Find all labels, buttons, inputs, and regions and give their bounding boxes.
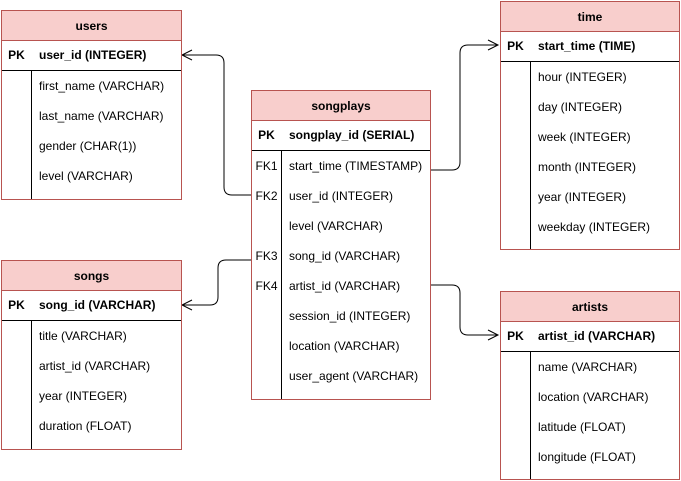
key-column-divider (31, 70, 32, 199)
table-title: users (2, 11, 181, 41)
key-label (252, 211, 281, 241)
pk-field: user_id (INTEGER) (39, 48, 147, 62)
arrowhead-users (180, 49, 193, 61)
connector-start-time (431, 44, 498, 171)
connector-user-id (182, 54, 251, 196)
field: name (VARCHAR) (538, 360, 638, 374)
field: year (INTEGER) (538, 190, 627, 204)
field: song_id (VARCHAR) (289, 249, 401, 263)
primary-key-row (2, 290, 181, 321)
pk-label: PK (258, 128, 275, 142)
table-title: songplays (252, 91, 430, 121)
key-column-divider (530, 351, 531, 479)
pk-field: start_time (TIME) (538, 39, 636, 53)
users-table: users PK user_id (INTEGER) first_name (V… (1, 10, 182, 200)
field: level (VARCHAR) (39, 169, 133, 183)
fk-label: FK1 (255, 159, 278, 173)
arrowhead-artists (487, 329, 500, 341)
pk-label: PK (507, 329, 524, 343)
fk-label: FK3 (255, 249, 278, 263)
arrowhead-songs (180, 299, 193, 311)
field: week (INTEGER) (538, 130, 631, 144)
table-title: songs (2, 261, 181, 291)
field: level (VARCHAR) (289, 219, 383, 233)
time-table: time PK start_time (TIME) hour (INTEGER)… (500, 1, 680, 250)
table-title: time (501, 2, 679, 32)
connector-song-id (182, 259, 251, 306)
primary-key-row (501, 31, 679, 62)
field: latitude (FLOAT) (538, 420, 626, 434)
field: location (VARCHAR) (289, 339, 400, 353)
field: duration (FLOAT) (39, 419, 132, 433)
pk-field: songplay_id (SERIAL) (289, 128, 415, 142)
field: title (VARCHAR) (39, 329, 127, 343)
field: user_agent (VARCHAR) (289, 369, 419, 383)
songs-table: songs PK song_id (VARCHAR) title (VARCHA… (1, 260, 182, 450)
field: last_name (VARCHAR) (39, 109, 164, 123)
artists-table: artists PK artist_id (VARCHAR) name (VAR… (500, 291, 680, 480)
field: artist_id (VARCHAR) (39, 359, 151, 373)
field: user_id (INTEGER) (289, 189, 394, 203)
key-label (252, 361, 281, 391)
pk-field: artist_id (VARCHAR) (538, 329, 656, 343)
primary-key-row (252, 120, 430, 151)
key-column-divider (281, 150, 282, 399)
field: longitude (FLOAT) (538, 450, 636, 464)
field: year (INTEGER) (39, 389, 128, 403)
pk-label: PK (8, 298, 25, 312)
field: gender (CHAR(1)) (39, 139, 137, 153)
field: first_name (VARCHAR) (39, 79, 165, 93)
fk-label: FK4 (255, 279, 278, 293)
fk-label: FK2 (255, 189, 278, 203)
field: day (INTEGER) (538, 100, 623, 114)
primary-key-row (2, 40, 181, 71)
field: start_time (TIMESTAMP) (289, 159, 423, 173)
pk-label: PK (8, 48, 25, 62)
field: session_id (INTEGER) (289, 309, 411, 323)
field: weekday (INTEGER) (538, 220, 651, 234)
pk-label: PK (507, 39, 524, 53)
primary-key-row (501, 321, 679, 352)
table-title: artists (501, 292, 679, 322)
pk-field: song_id (VARCHAR) (39, 298, 156, 312)
connector-artist-id (431, 284, 498, 336)
key-column-divider (530, 61, 531, 249)
field: hour (INTEGER) (538, 70, 627, 84)
field: artist_id (VARCHAR) (289, 279, 401, 293)
key-column-divider (31, 320, 32, 449)
arrowhead-time (487, 39, 500, 51)
field: month (INTEGER) (538, 160, 637, 174)
key-label (252, 331, 281, 361)
key-label (252, 301, 281, 331)
songplays-table: songplays PK songplay_id (SERIAL) FK1 st… (251, 90, 431, 400)
field: location (VARCHAR) (538, 390, 649, 404)
